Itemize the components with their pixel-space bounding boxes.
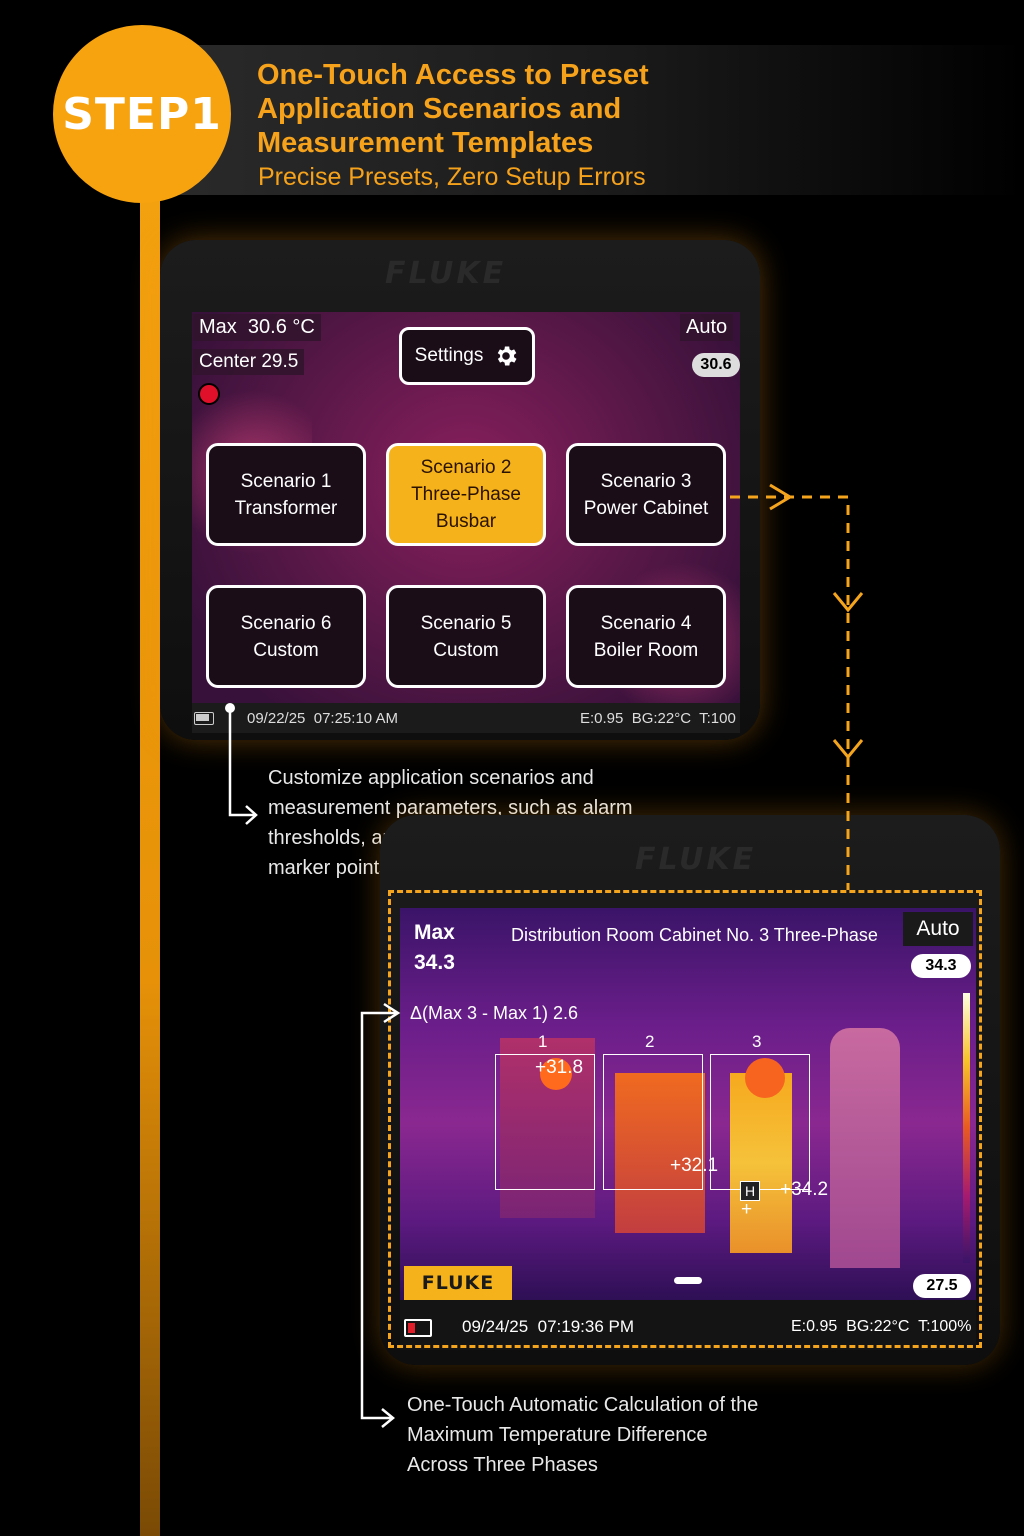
scale-min-pill: 27.5 (913, 1274, 971, 1298)
busbar-phase-2 (615, 1073, 705, 1233)
step-title: One-Touch Access to Preset Application S… (257, 58, 649, 160)
scenario-6-button[interactable]: Scenario 6 Custom (206, 585, 366, 688)
roi-label-3: 3 (752, 1032, 762, 1051)
arrow-right-icon (769, 483, 793, 511)
gear-icon (498, 346, 517, 366)
device-1-brand: FLUKE (385, 256, 507, 291)
busbar-right (830, 1028, 900, 1268)
hotspot-1 (540, 1058, 572, 1090)
step-title-line: Application Scenarios and (257, 93, 622, 125)
device-1-status-bar (192, 703, 740, 733)
device-2-status-text: E:0.95 BG:22°C T:100% (791, 1318, 972, 1335)
max-value: 30.6 °C (247, 316, 315, 338)
settings-button[interactable]: Settings (399, 327, 535, 385)
home-indicator[interactable] (674, 1277, 702, 1284)
step-badge-label: STEP1 (62, 88, 222, 140)
marker-3: +34.2 (780, 1179, 829, 1200)
battery-low-icon (404, 1319, 432, 1337)
scenario-title: Distribution Room Cabinet No. 3 Three-Ph… (511, 925, 878, 945)
roi-box-1[interactable] (495, 1054, 595, 1190)
arrow-down-icon (832, 592, 864, 613)
max-readout-2: Max 34.3 (414, 918, 455, 978)
mode-label-2[interactable]: Auto (903, 912, 973, 946)
crosshair-icon: + (780, 1179, 792, 1200)
highlight-frame (388, 890, 982, 1348)
dashed-connector (730, 495, 850, 890)
record-indicator-icon (198, 383, 220, 405)
center-value: 29.5 (261, 351, 299, 372)
arrow-right-icon (383, 1002, 401, 1024)
roi-box-3[interactable] (710, 1054, 810, 1190)
device-1-status-text: E:0.95 BG:22°C T:100 (580, 710, 736, 727)
scale-max-pill-2: 34.3 (911, 954, 971, 978)
hotspot-3 (745, 1058, 785, 1098)
fluke-logo: FLUKE (404, 1266, 512, 1300)
scenario-4-button[interactable]: Scenario 4 Boiler Room (566, 585, 726, 688)
delta-max-readout: Δ(Max 3 - Max 1) 2.6 (410, 1003, 579, 1023)
step-badge: STEP1 (53, 25, 231, 203)
caption-1-connector (228, 708, 255, 817)
device-1-datetime: 09/22/25 07:25:10 AM (247, 710, 398, 727)
roi-label-2: 2 (645, 1032, 655, 1051)
roi-label-1: 1 (538, 1032, 548, 1051)
max-readout: Max 30.6 °C (193, 314, 321, 341)
step-subtitle: Precise Presets, Zero Setup Errors (258, 163, 646, 191)
max-value-2: 34.3 (414, 951, 455, 974)
temperature-scale-bar (963, 993, 970, 1263)
device-2-thermal-screen (400, 908, 976, 1300)
marker-2: +32.1 (670, 1155, 719, 1176)
arrow-right-icon (245, 805, 258, 825)
mode-label[interactable]: Auto (680, 314, 734, 341)
step-title-line: Measurement Templates (257, 127, 594, 159)
caption-2-connector (360, 1011, 398, 1420)
roi-box-2[interactable] (603, 1054, 703, 1190)
center-readout: Center 29.5 (193, 349, 305, 375)
scenario-5-button[interactable]: Scenario 5 Custom (386, 585, 546, 688)
arrow-down-icon (832, 739, 864, 760)
busbar-phase-3 (730, 1073, 792, 1253)
crosshair-icon: + (670, 1155, 682, 1176)
battery-icon (194, 712, 214, 725)
marker-1: +31.8 (535, 1057, 584, 1078)
crosshair-icon: + (741, 1199, 753, 1220)
timeline-line (140, 150, 160, 1536)
device-2-brand: FLUKE (635, 842, 757, 877)
hottest-marker-icon: H (740, 1181, 760, 1201)
scenario-3-button[interactable]: Scenario 3 Power Cabinet (566, 443, 726, 546)
scale-max-pill: 30.6 (692, 353, 740, 377)
device-2-datetime: 09/24/25 07:19:36 PM (462, 1317, 635, 1336)
crosshair-icon: + (535, 1057, 547, 1078)
device-2-status-bar (400, 1300, 976, 1350)
scenario-2-button[interactable]: Scenario 2 Three-Phase Busbar (386, 443, 546, 546)
settings-label: Settings (414, 345, 484, 366)
step-header-band (140, 45, 1024, 195)
caption-auto-calc: One-Touch Automatic Calculation of the M… (407, 1394, 759, 1476)
step-title-line: One-Touch Access to Preset (257, 59, 649, 91)
arrow-right-icon (381, 1408, 395, 1428)
scenario-1-button[interactable]: Scenario 1 Transformer (206, 443, 366, 546)
